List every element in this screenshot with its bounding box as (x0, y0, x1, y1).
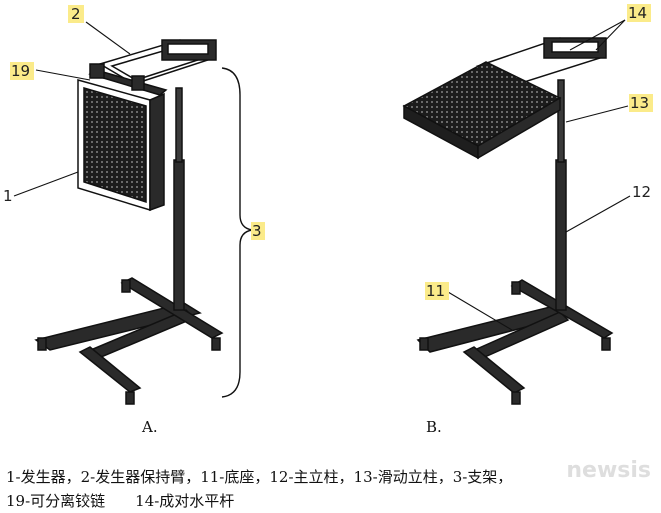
callout-19: 19 (11, 62, 30, 80)
panel-label-b: B. (426, 418, 442, 436)
generator-a (77, 63, 168, 212)
stand-b (402, 37, 614, 405)
base-a (34, 277, 224, 405)
device-diagram: 2 19 1 3 (3, 4, 653, 436)
highlight-bg (629, 94, 653, 112)
brace-3 (221, 67, 253, 398)
legend-caption: 1-发生器，2-发生器保持臂，11-底座，12-主立柱，13-滑动立柱，3-支架… (6, 465, 658, 513)
callouts-b: 14 13 12 11 (425, 4, 653, 300)
caption-line-1: 1-发生器，2-发生器保持臂，11-底座，12-主立柱，13-滑动立柱，3-支架… (6, 468, 513, 486)
highlight-bg (10, 62, 34, 80)
watermark: newsis (566, 458, 651, 483)
callout-13: 13 (630, 94, 649, 112)
highlight-bg (425, 282, 449, 300)
highlight-bg (251, 222, 265, 240)
callout-12: 12 (632, 183, 651, 201)
callouts-a: 2 19 1 3 (3, 5, 265, 240)
callout-1: 1 (3, 187, 13, 205)
leaders-b (447, 19, 631, 331)
panel-label-a: A. (141, 418, 158, 436)
highlight-bg (627, 4, 651, 22)
caption-line-2: 19-可分离铰链 14-成对水平杆 (6, 492, 235, 510)
top-arm-a (98, 39, 217, 85)
callout-2: 2 (71, 5, 81, 23)
highlight-bg (68, 5, 84, 23)
callout-11: 11 (426, 282, 445, 300)
main-column-b (555, 79, 567, 311)
main-column-a (173, 87, 185, 311)
stand-a (34, 39, 224, 405)
callout-3: 3 (252, 222, 262, 240)
generator-b (402, 61, 562, 160)
callout-14: 14 (628, 4, 647, 22)
leaders-a (13, 21, 131, 197)
